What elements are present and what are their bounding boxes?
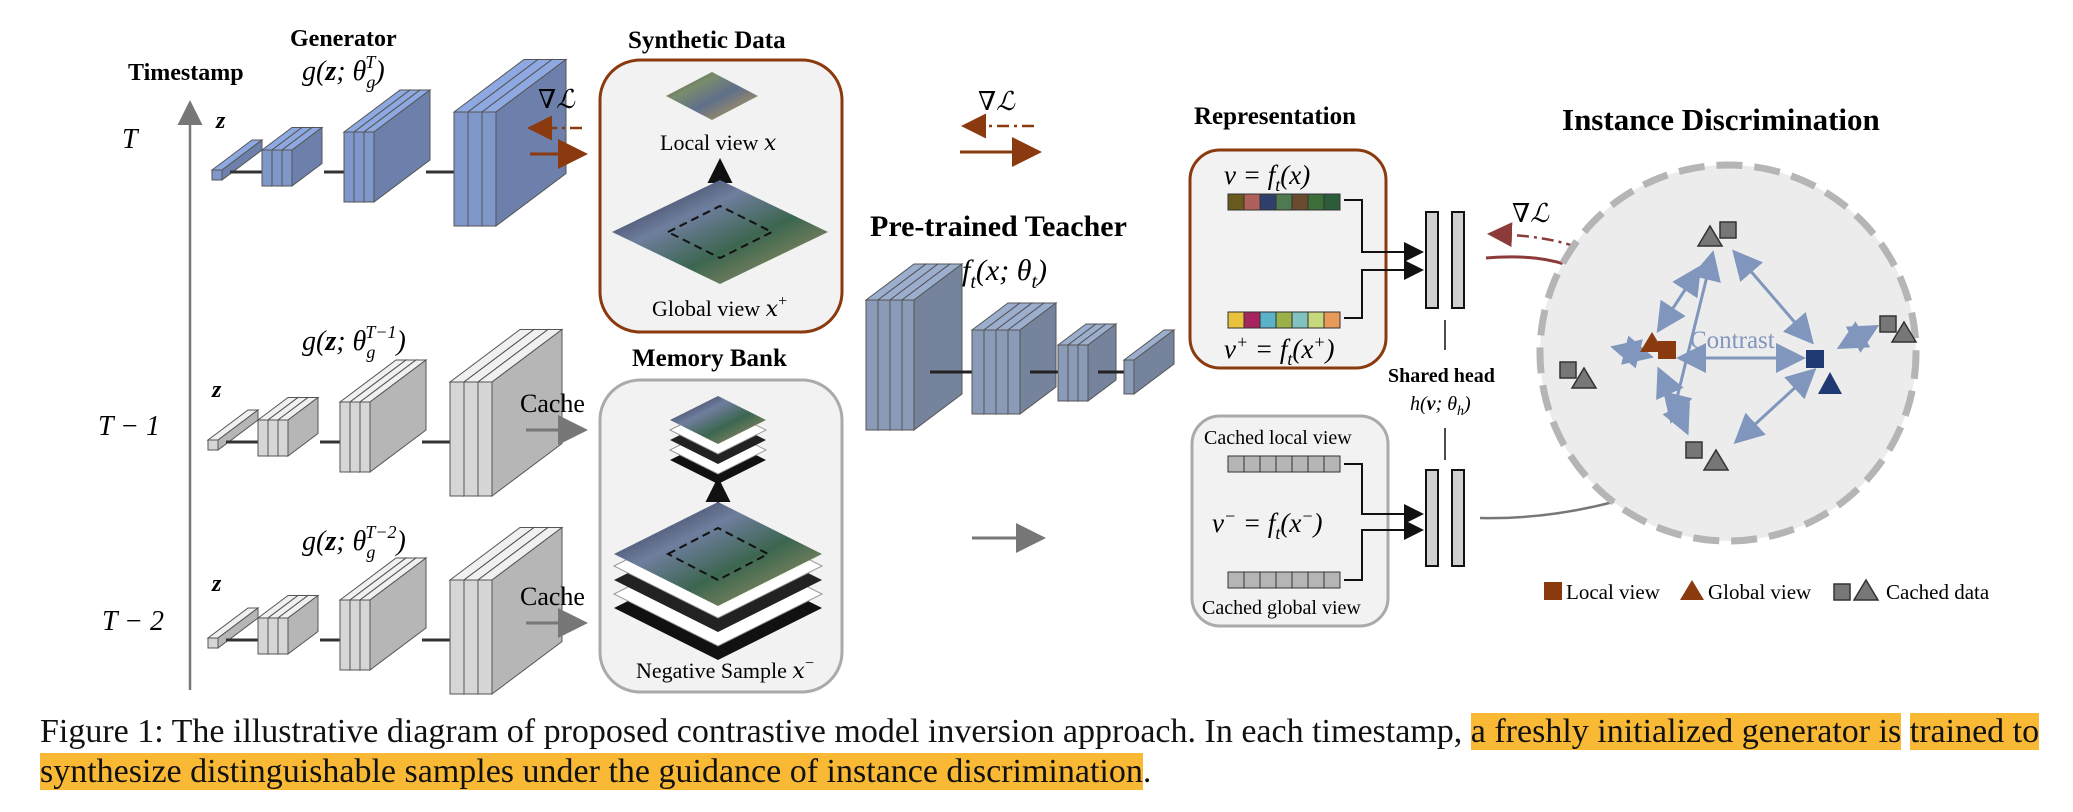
feature-cell: [1307, 193, 1325, 211]
generator-gray-2: [206, 526, 564, 695]
cached-shapes: [1559, 221, 1918, 471]
teacher-title: Pre-trained Teacher: [870, 210, 1127, 243]
timestamp-heading: Timestamp: [128, 60, 244, 86]
legend-cached-square: [1833, 583, 1851, 601]
feature-vector-vplus: [1227, 311, 1341, 329]
memory-small-stack: [668, 396, 768, 484]
local-view-label: Local view 𝑥: [660, 130, 777, 155]
navy-square: [1806, 350, 1824, 368]
timestamp-t1: T − 1: [98, 411, 160, 442]
legend-global-triangle: [1680, 580, 1704, 600]
legend-local-label: Local view: [1566, 580, 1661, 604]
caption-suffix: .: [1142, 753, 1152, 790]
v-formula: v = ft(x): [1224, 160, 1310, 195]
feature-cell: [1291, 193, 1309, 211]
generator-formula-t2: g(z; θgT−2): [302, 522, 406, 562]
figure-caption: Figure 1: The illustrative diagram of pr…: [40, 712, 2060, 792]
feature-vector-cached-global: [1227, 571, 1341, 589]
feature-cell: [1275, 571, 1293, 589]
feature-cell: [1291, 311, 1309, 329]
teacher-formula: ft(x; θt): [962, 254, 1047, 293]
feature-cell: [1259, 311, 1277, 329]
navy-triangle: [1818, 372, 1842, 394]
representation-title: Representation: [1194, 103, 1356, 130]
feature-cell: [1307, 311, 1325, 329]
feature-cell: [1243, 571, 1261, 589]
generator-title: Generator: [290, 26, 397, 52]
feature-cell: [1275, 455, 1293, 473]
timestamp-t2: T − 2: [102, 606, 164, 637]
cached-local-label: Cached local view: [1204, 427, 1352, 449]
positive-shapes: [1806, 350, 1842, 394]
feature-vector-v: [1227, 193, 1341, 211]
legend-cached-triangle: [1852, 578, 1880, 601]
generator-blue: [210, 58, 568, 227]
instance-title: Instance Discrimination: [1562, 102, 1880, 137]
feature-cell: [1275, 311, 1293, 329]
generator-gray-1: [206, 328, 564, 497]
z-label-0: z: [215, 108, 226, 134]
z-label-2: z: [211, 571, 222, 597]
contrast-arrows: [1610, 249, 1880, 445]
feature-cell: [1291, 571, 1309, 589]
feature-cell: [1259, 455, 1277, 473]
shared-head-title: Shared head: [1388, 365, 1495, 387]
memory-large-stack: [612, 502, 824, 660]
feature-cell: [1227, 193, 1245, 211]
legend-local-square: [1544, 582, 1562, 600]
global-view-label: Global view 𝑥+: [652, 293, 787, 321]
memory-title: Memory Bank: [632, 345, 787, 372]
z-label-1: z: [211, 377, 222, 403]
feature-cell: [1275, 193, 1293, 211]
feature-cell: [1323, 311, 1341, 329]
vplus-formula: v+ = ft(x+): [1224, 332, 1335, 369]
generator-formula-t1: g(z; θgT−1): [302, 322, 406, 362]
caption-prefix: Figure 1: The illustrative diagram of pr…: [40, 713, 1471, 750]
generator-formula-t0: g(z; θgT): [302, 52, 385, 92]
shared-head-top: [1425, 211, 1465, 309]
local-view-image: [666, 72, 758, 120]
feature-cell: [1227, 571, 1245, 589]
feature-cell: [1259, 571, 1277, 589]
legend-cached-label: Cached data: [1886, 580, 1990, 604]
grad-label-head: ∇ℒ: [1512, 199, 1550, 228]
feature-cell: [1259, 193, 1277, 211]
timestamp-axis: Timestamp T T − 1 T − 2: [98, 60, 244, 690]
feature-cell: [1323, 455, 1341, 473]
anchor-shapes: [1640, 332, 1676, 359]
global-view-image: [612, 180, 828, 284]
negative-sample-label: Negative Sample 𝑥−: [636, 655, 814, 683]
anchor-local-square: [1658, 341, 1676, 359]
feature-cell: [1323, 571, 1341, 589]
head-connectors: [1344, 199, 1424, 581]
vminus-formula: v− = ft(x−): [1212, 506, 1323, 543]
diagram: Timestamp T T − 1 T − 2 Generator g(z; θ…: [98, 26, 1990, 695]
grad-label-mid: ∇ℒ: [978, 87, 1016, 116]
feature-cell: [1291, 455, 1309, 473]
grad-label-gen: ∇ℒ: [538, 85, 576, 114]
feature-cell: [1307, 571, 1325, 589]
shared-head-formula: h(v; θh): [1410, 393, 1471, 419]
caption-highlight-1: a freshly initialized generator is: [1470, 713, 1902, 750]
cached-global-label: Cached global view: [1202, 597, 1361, 619]
cache-label-1: Cache: [520, 389, 585, 418]
shared-head-bottom: [1425, 469, 1465, 567]
feature-cell: [1307, 455, 1325, 473]
cache-label-2: Cache: [520, 582, 585, 611]
feature-vector-cached-local: [1227, 455, 1341, 473]
teacher-network: [864, 263, 1176, 431]
feature-cell: [1323, 193, 1341, 211]
feature-cell: [1243, 311, 1261, 329]
feature-cell: [1227, 311, 1245, 329]
feature-cell: [1243, 455, 1261, 473]
synthetic-title: Synthetic Data: [628, 27, 786, 54]
feature-cell: [1243, 193, 1261, 211]
contrast-label: Contrast: [1690, 327, 1775, 354]
legend-global-label: Global view: [1708, 580, 1812, 604]
legend: Local view Global view Cached data: [1544, 578, 1990, 604]
feature-cell: [1227, 455, 1245, 473]
timestamp-t0: T: [122, 124, 140, 155]
